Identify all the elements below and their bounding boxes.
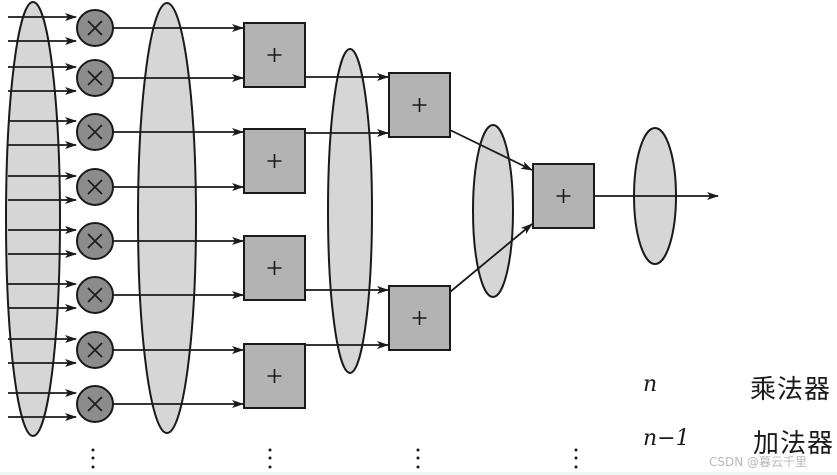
watermark: CSDN @暮云千里 — [709, 455, 808, 469]
multiply-icon — [87, 179, 103, 195]
multiply-icon — [87, 396, 103, 412]
adder-level2 — [388, 72, 451, 138]
multiplier — [76, 59, 114, 97]
multiply-icon — [87, 233, 103, 249]
continuation-dot — [268, 465, 272, 469]
bus-ellipse-3 — [327, 48, 373, 374]
multiply-icon — [87, 342, 103, 358]
legend-multiplier-count: n — [643, 372, 658, 397]
multiply-icon — [87, 124, 103, 140]
plus-icon — [412, 98, 427, 112]
plus-icon — [267, 154, 282, 168]
multiplier — [76, 222, 114, 260]
continuation-dot — [574, 456, 578, 460]
adder-level1 — [243, 128, 306, 194]
continuation-dot — [416, 448, 420, 452]
adder-level1 — [243, 343, 306, 409]
adder-to-adder-arrow — [449, 129, 533, 171]
adder-level1 — [243, 22, 306, 88]
bus-ellipse-4 — [472, 124, 514, 298]
adder-level2 — [388, 285, 451, 351]
multiplier — [76, 331, 114, 369]
plus-icon — [267, 261, 282, 275]
plus-icon — [412, 311, 427, 325]
bus-ellipse-1 — [5, 1, 61, 437]
continuation-dot — [574, 465, 578, 469]
multiply-icon — [87, 287, 103, 303]
continuation-dot — [268, 448, 272, 452]
legend-adder-count: n−1 — [643, 426, 690, 451]
adder-level1 — [243, 235, 306, 301]
plus-icon — [267, 48, 282, 62]
adder-to-adder-arrow — [449, 223, 533, 293]
multiplier — [76, 113, 114, 151]
plus-icon — [556, 189, 571, 203]
multiplier — [76, 385, 114, 423]
continuation-dot — [268, 456, 272, 460]
legend-multiplier-label: 乘法器 — [750, 375, 832, 405]
multiplier — [76, 276, 114, 314]
legend-adder-label: 加法器 — [753, 429, 835, 459]
continuation-dot — [416, 465, 420, 469]
bus-ellipse-2 — [137, 2, 197, 434]
multiply-icon — [87, 70, 103, 86]
plus-icon — [267, 369, 282, 383]
multiplier — [76, 9, 114, 47]
continuation-dot — [416, 456, 420, 460]
adder-box — [243, 128, 306, 194]
continuation-dot — [91, 448, 95, 452]
continuation-dot — [574, 448, 578, 452]
continuation-dot — [91, 456, 95, 460]
adder-final — [532, 163, 595, 229]
multiplier — [76, 168, 114, 206]
bottom-strip — [0, 472, 837, 475]
continuation-dot — [91, 465, 95, 469]
multiply-icon — [87, 20, 103, 36]
